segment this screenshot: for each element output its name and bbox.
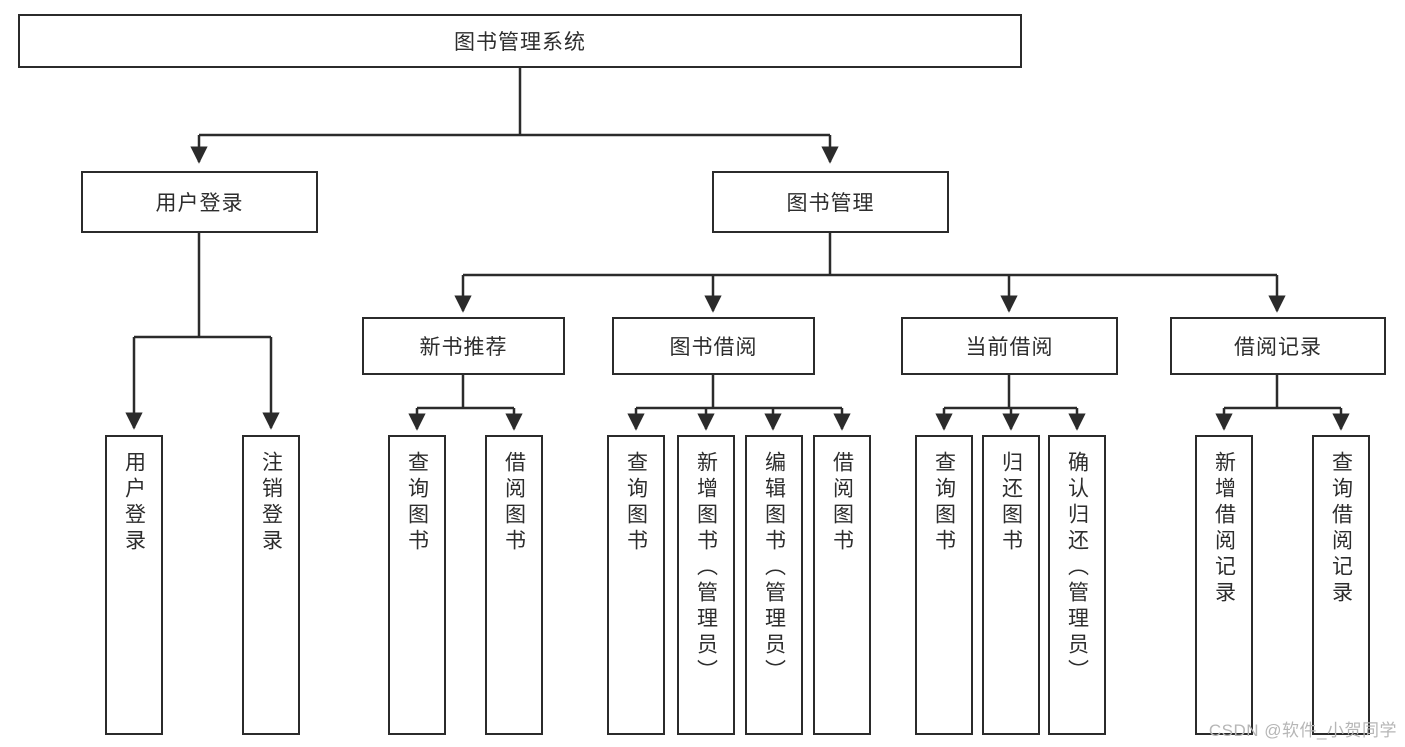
node-label: 当前借阅 bbox=[965, 336, 1054, 359]
node-label: 归还图书 bbox=[999, 451, 1023, 555]
node-book-management[interactable]: 图书管理 bbox=[712, 171, 949, 233]
node-book-borrow[interactable]: 图书借阅 bbox=[612, 317, 815, 375]
node-label: 编辑图书（管理员） bbox=[762, 451, 786, 685]
node-label: 查询图书 bbox=[624, 451, 648, 555]
leaf-current-return-book[interactable]: 归还图书 bbox=[982, 435, 1040, 735]
leaf-current-confirm-return-admin[interactable]: 确认归还（管理员） bbox=[1048, 435, 1106, 735]
leaf-record-query-borrow-record[interactable]: 查询借阅记录 bbox=[1312, 435, 1370, 735]
leaf-borrow-add-book-admin[interactable]: 新增图书（管理员） bbox=[677, 435, 735, 735]
leaf-borrow-borrow-book[interactable]: 借阅图书 bbox=[813, 435, 871, 735]
leaf-user-login-login[interactable]: 用户登录 bbox=[105, 435, 163, 735]
node-new-book-recommend[interactable]: 新书推荐 bbox=[362, 317, 565, 375]
node-label: 借阅图书 bbox=[502, 451, 526, 555]
node-label: 图书管理系统 bbox=[454, 31, 586, 54]
node-label: 注销登录 bbox=[259, 451, 283, 555]
leaf-borrow-edit-book-admin[interactable]: 编辑图书（管理员） bbox=[745, 435, 803, 735]
leaf-recommend-borrow-book[interactable]: 借阅图书 bbox=[485, 435, 543, 735]
leaf-recommend-query-book[interactable]: 查询图书 bbox=[388, 435, 446, 735]
node-label: 用户登录 bbox=[155, 192, 244, 215]
watermark-text: CSDN @软件_小贺同学 bbox=[1208, 721, 1397, 740]
node-label: 用户登录 bbox=[122, 451, 146, 555]
node-root-book-management-system[interactable]: 图书管理系统 bbox=[18, 14, 1022, 68]
node-current-borrow[interactable]: 当前借阅 bbox=[901, 317, 1118, 375]
node-label: 新增图书（管理员） bbox=[694, 451, 718, 685]
node-label: 新书推荐 bbox=[419, 336, 508, 359]
node-label: 借阅图书 bbox=[830, 451, 854, 555]
node-label: 查询图书 bbox=[932, 451, 956, 555]
node-label: 确认归还（管理员） bbox=[1065, 451, 1089, 685]
node-label: 新增借阅记录 bbox=[1212, 451, 1236, 607]
node-label: 借阅记录 bbox=[1234, 336, 1322, 359]
node-label: 图书借阅 bbox=[669, 336, 758, 359]
leaf-user-login-logout[interactable]: 注销登录 bbox=[242, 435, 300, 735]
node-label: 查询借阅记录 bbox=[1329, 451, 1353, 607]
node-label: 查询图书 bbox=[405, 451, 429, 555]
leaf-borrow-query-book[interactable]: 查询图书 bbox=[607, 435, 665, 735]
leaf-current-query-book[interactable]: 查询图书 bbox=[915, 435, 973, 735]
node-user-login[interactable]: 用户登录 bbox=[81, 171, 318, 233]
leaf-record-add-borrow-record[interactable]: 新增借阅记录 bbox=[1195, 435, 1253, 735]
node-borrow-record[interactable]: 借阅记录 bbox=[1170, 317, 1386, 375]
node-label: 图书管理 bbox=[786, 192, 875, 215]
